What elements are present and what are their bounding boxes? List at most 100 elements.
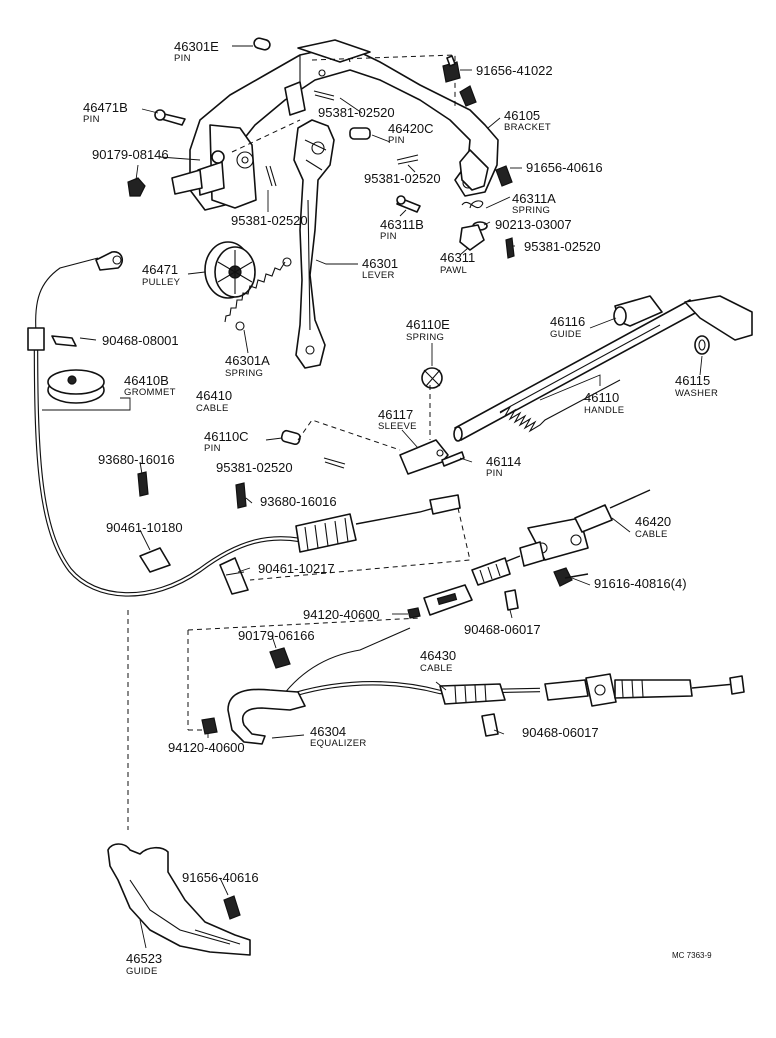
svg-text:91656-41022: 91656-41022 [476,63,553,78]
clamp-90461-10180 [139,547,171,573]
sleeve-46117-part [399,439,449,475]
pin-46420C-part [349,127,371,140]
spring-46301A [224,257,292,331]
label-91656-40616-a: 91656-40616 [526,160,603,175]
svg-text:BRACKET: BRACKET [504,122,551,133]
guide-46116-part [613,295,663,327]
bolt-93680-16016-b [235,482,247,509]
label-46110: 46110 HANDLE [584,390,624,416]
svg-text:SPRING: SPRING [225,368,263,379]
svg-text:LEVER: LEVER [362,270,395,281]
svg-text:90179-06166: 90179-06166 [238,628,315,643]
grommet-46410B-part [47,369,105,404]
svg-text:46114: 46114 [486,454,521,469]
svg-text:90461-10180: 90461-10180 [106,520,183,535]
bolt-91656-41022 [442,55,461,83]
bolt-91656-40616-a [495,165,513,187]
svg-text:91616-40816(4): 91616-40816(4) [594,576,687,591]
svg-text:46110: 46110 [584,390,619,405]
bolt-93680-16016-a [137,471,149,497]
label-90461-10217: 90461-10217 [258,561,335,576]
bracket-90468-06017-a [504,589,519,611]
guide-46523 [107,843,251,956]
label-46117: 46117 SLEEVE [378,407,417,432]
svg-text:90468-08001: 90468-08001 [102,333,179,348]
svg-text:95381-02520: 95381-02520 [216,460,293,475]
label-46110C: 46110C PIN [204,429,249,454]
svg-text:46420C: 46420C [388,121,434,136]
svg-text:PAWL: PAWL [440,265,467,276]
svg-text:GUIDE: GUIDE [550,329,582,340]
label-95381-02520-e: 95381-02520 [216,460,293,475]
clip-95381-b [396,154,419,165]
svg-text:SLEEVE: SLEEVE [378,421,417,432]
label-46420C: 46420C PIN [388,121,434,146]
svg-text:46311A: 46311A [512,191,556,206]
svg-text:CABLE: CABLE [635,529,668,540]
svg-text:PIN: PIN [204,443,221,454]
label-46410B: 46410B GROMMET [124,373,176,398]
spring-46110E-part [421,367,443,389]
clamp-90461-10217 [219,557,249,595]
svg-text:90468-06017: 90468-06017 [522,725,599,740]
svg-text:46430: 46430 [420,648,456,663]
svg-text:WASHER: WASHER [675,388,718,399]
label-90468-08001: 90468-08001 [102,333,179,348]
bolt-91616-40816 [553,567,589,587]
svg-text:93680-16016: 93680-16016 [260,494,337,509]
label-46301: 46301 LEVER [362,256,398,281]
bracket-90468-08001 [51,335,77,347]
label-95381-02520-a: 95381-02520 [318,105,395,120]
label-46523: 46523 GUIDE [126,951,162,977]
svg-text:PULLEY: PULLEY [142,277,181,288]
clip-95381-e [323,457,346,469]
label-90179-08146: 90179-08146 [92,147,169,162]
svg-text:94120-40600: 94120-40600 [303,607,380,622]
svg-text:46471: 46471 [142,262,178,277]
label-91616-40816: 91616-40816(4) [594,576,687,591]
clip-95381-d [505,237,515,259]
svg-text:GUIDE: GUIDE [126,966,158,977]
pin-46110C-part [280,429,301,446]
label-90461-10180: 90461-10180 [106,520,183,535]
svg-text:PIN: PIN [174,53,191,64]
label-91656-40616-b: 91656-40616 [182,870,259,885]
svg-text:95381-02520: 95381-02520 [231,213,308,228]
svg-text:94120-40600: 94120-40600 [168,740,245,755]
nut-94120-40600-b [201,717,218,735]
svg-text:46301E: 46301E [174,39,219,54]
clip-95381-a [313,90,335,101]
svg-text:95381-02520: 95381-02520 [318,105,395,120]
label-46115: 46115 WASHER [675,373,718,399]
label-46105: 46105 BRACKET [504,108,551,133]
label-46311: 46311 PAWL [440,250,475,276]
svg-text:GROMMET: GROMMET [124,387,176,398]
svg-text:46410B: 46410B [124,373,169,388]
lever-46301 [293,119,335,369]
cable-46430 [277,627,745,707]
label-94120-40600-b: 94120-40600 [168,740,245,755]
svg-text:46420: 46420 [635,514,671,529]
svg-text:46105: 46105 [504,108,540,123]
label-94120-40600-a: 94120-40600 [303,607,380,622]
pin-46471B-part [154,109,186,126]
label-95381-02520-d: 95381-02520 [524,239,601,254]
spring-46311A-part [461,200,484,209]
svg-text:SPRING: SPRING [406,332,444,343]
equalizer-bracket [423,584,473,616]
equalizer-46304 [227,688,306,745]
svg-text:HANDLE: HANDLE [584,405,624,416]
washer-46115-part [694,335,710,355]
svg-text:EQUALIZER: EQUALIZER [310,738,367,749]
svg-text:46410: 46410 [196,388,232,403]
svg-text:46115: 46115 [675,373,710,388]
label-46110E: 46110E SPRING [406,317,450,343]
cable-46410 [27,251,461,597]
label-46301A: 46301A SPRING [225,353,270,379]
svg-text:PIN: PIN [380,231,397,242]
label-46304: 46304 EQUALIZER [310,724,367,749]
label-90179-06166: 90179-06166 [238,628,315,643]
handle-46110 [453,295,753,442]
label-95381-02520-b: 95381-02520 [364,171,441,186]
